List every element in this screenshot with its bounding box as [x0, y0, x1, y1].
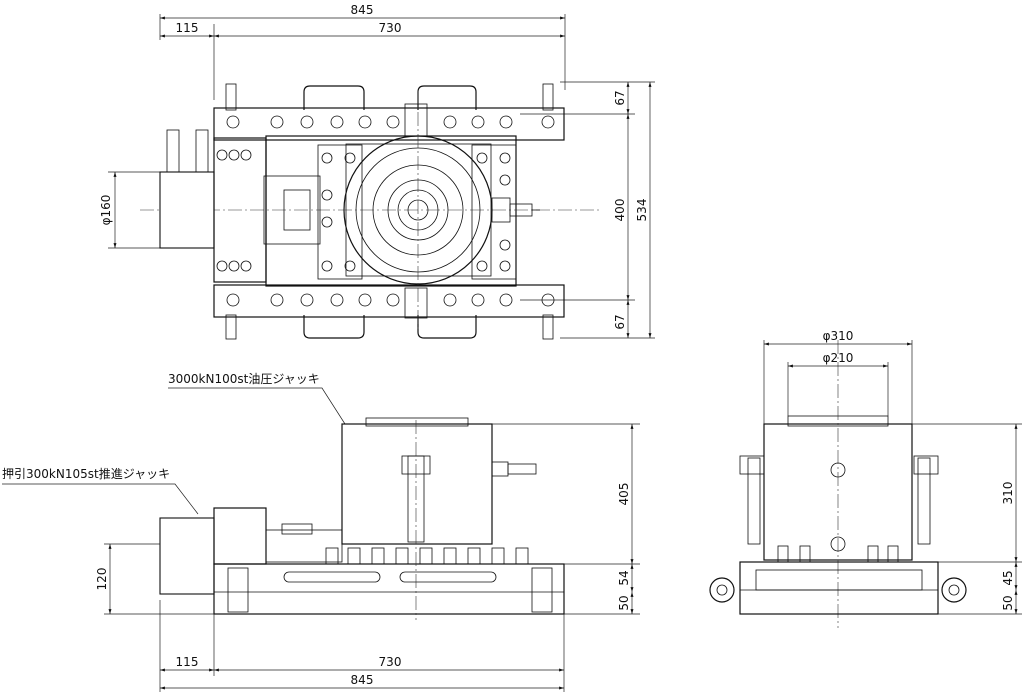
front-frame — [213, 563, 565, 615]
bottom-rail — [213, 284, 565, 318]
front-dimensions: 405 54 50 120 115 730 845 — [95, 423, 640, 692]
dim-left-offset-front: 115 — [176, 655, 199, 669]
dim-push-jack-dia: φ160 — [99, 195, 113, 226]
side-view: φ310 φ210 310 45 50 — [709, 329, 1022, 628]
jack-fitting — [491, 461, 537, 477]
dim-ram-dia: φ210 — [823, 351, 854, 365]
label-push-jack: 押引300kN105st推進ジャッキ — [2, 467, 170, 481]
front-view: 3000kN100st油圧ジャッキ 押引300kN105st推進ジャッキ — [2, 372, 640, 692]
center-plate — [265, 135, 517, 287]
dim-overall-width-front: 845 — [351, 673, 374, 687]
dim-frame-upper: 54 — [617, 570, 631, 585]
top-rail — [213, 107, 565, 141]
dim-overall-height: 534 — [635, 199, 649, 222]
top-view: 845 115 730 67 400 534 67 φ160 — [99, 3, 655, 340]
dim-push-jack-height: 120 — [95, 568, 109, 591]
dim-outer-dia: φ310 — [823, 329, 854, 343]
rail-bolts — [226, 115, 555, 307]
push-jack-dia-dim: φ160 — [99, 171, 160, 249]
push-jack-plan — [159, 129, 321, 283]
dim-jack-height: 310 — [1001, 482, 1015, 505]
label-main-jack: 3000kN100st油圧ジャッキ — [168, 372, 320, 386]
dim-top-margin: 67 — [613, 90, 627, 105]
push-jack-cylinder — [159, 517, 215, 595]
dim-frame-lower: 50 — [617, 595, 631, 610]
dim-left-offset: 115 — [176, 21, 199, 35]
dim-inner-height: 400 — [613, 199, 627, 222]
dim-body-width-front: 730 — [379, 655, 402, 669]
right-dimensions: 67 400 534 67 — [520, 81, 655, 339]
dim-overall-width: 845 — [351, 3, 374, 17]
top-dimensions: 845 115 730 — [159, 3, 566, 100]
side-blocks — [777, 545, 899, 563]
hydraulic-fitting-right — [491, 197, 540, 223]
side-dimensions: φ310 φ210 310 45 50 — [763, 329, 1022, 615]
lifting-handles — [225, 83, 554, 340]
dim-side-frame-upper: 45 — [1001, 570, 1015, 585]
dim-side-frame-lower: 50 — [1001, 595, 1015, 610]
dim-bottom-margin: 67 — [613, 314, 627, 329]
main-jack-body — [341, 423, 493, 545]
dim-total-height: 405 — [617, 483, 631, 506]
dim-body-width: 730 — [379, 21, 402, 35]
frame-blocks — [325, 547, 529, 565]
side-frame — [739, 561, 939, 615]
